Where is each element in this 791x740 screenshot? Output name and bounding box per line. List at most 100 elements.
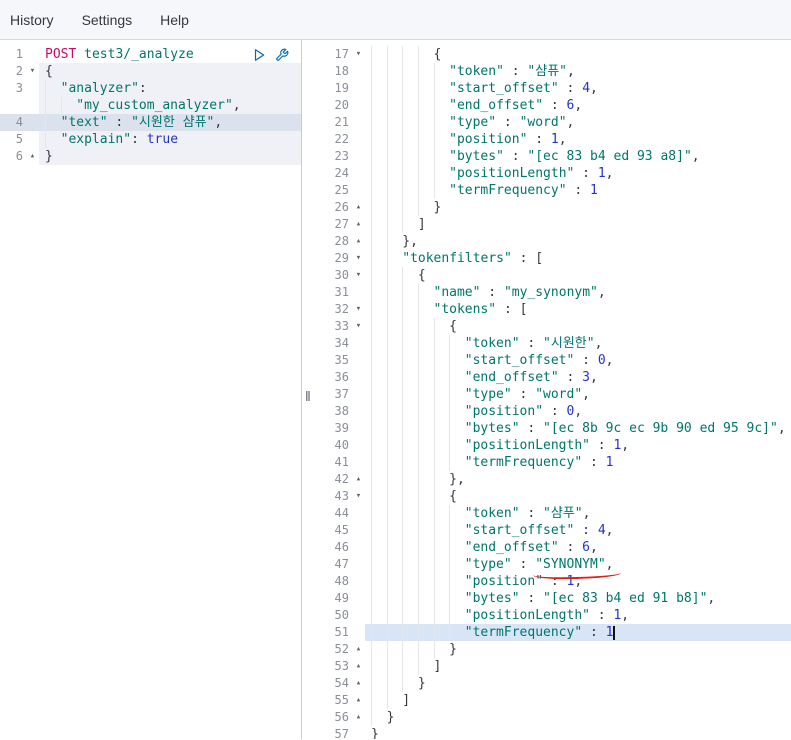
code-text[interactable]: "bytes" : "[ec 83 b4 ed 93 a8]", [365,148,791,165]
code-line-25[interactable]: 25"termFrequency" : 1 [318,182,791,199]
code-text[interactable]: "type" : "SYNONYM", [365,556,791,573]
fold-toggle-icon[interactable]: ▴ [352,471,365,488]
code-line-52[interactable]: 52▴} [318,641,791,658]
fold-toggle-icon[interactable]: ▴ [352,675,365,692]
code-line-35[interactable]: 35"start_offset" : 0, [318,352,791,369]
code-text[interactable]: "token" : "샴푸", [365,505,791,522]
code-line-22[interactable]: 22"position" : 1, [318,131,791,148]
code-text[interactable]: "bytes" : "[ec 8b 9c ec 9b 90 ed 95 9c]"… [365,420,791,437]
code-text[interactable]: } [365,709,791,726]
code-text[interactable]: { [365,488,791,505]
code-line-57[interactable]: 57} [318,726,791,739]
code-line-21[interactable]: 21"type" : "word", [318,114,791,131]
code-line-34[interactable]: 34"token" : "시원한", [318,335,791,352]
code-text[interactable]: "bytes" : "[ec 83 b4 ed 91 b8]", [365,590,791,607]
code-text[interactable]: "termFrequency" : 1 [365,624,791,641]
code-line-33[interactable]: 33▾{ [318,318,791,335]
request-editor[interactable]: 1POST test3/_analyze2▾{3"analyzer":"my_c… [0,40,302,739]
code-text[interactable]: "start_offset" : 4, [365,522,791,539]
code-text[interactable]: "my_custom_analyzer", [39,97,301,114]
code-line-50[interactable]: 50"positionLength" : 1, [318,607,791,624]
code-line-5[interactable]: 5"explain": true [0,131,301,148]
code-text[interactable]: { [365,267,791,284]
fold-toggle-icon[interactable]: ▾ [352,250,365,267]
code-line-wrap[interactable]: "my_custom_analyzer", [0,97,301,114]
code-text[interactable]: "start_offset" : 4, [365,80,791,97]
code-text[interactable]: "text" : "시원한 샴퓨", [39,114,301,131]
code-line-49[interactable]: 49"bytes" : "[ec 83 b4 ed 91 b8]", [318,590,791,607]
code-text[interactable]: } [365,199,791,216]
fold-toggle-icon[interactable]: ▴ [352,658,365,675]
code-line-24[interactable]: 24"positionLength" : 1, [318,165,791,182]
code-line-36[interactable]: 36"end_offset" : 3, [318,369,791,386]
code-text[interactable]: } [365,675,791,692]
code-line-29[interactable]: 29▾"tokenfilters" : [ [318,250,791,267]
code-text[interactable]: "name" : "my_synonym", [365,284,791,301]
code-line-43[interactable]: 43▾{ [318,488,791,505]
code-text[interactable]: "positionLength" : 1, [365,165,791,182]
code-text[interactable]: { [365,318,791,335]
code-line-32[interactable]: 32▾"tokens" : [ [318,301,791,318]
code-line-40[interactable]: 40"positionLength" : 1, [318,437,791,454]
code-line-31[interactable]: 31"name" : "my_synonym", [318,284,791,301]
code-text[interactable]: ] [365,658,791,675]
fold-toggle-icon[interactable]: ▴ [26,148,39,165]
code-text[interactable]: ] [365,216,791,233]
fold-toggle-icon[interactable]: ▴ [352,709,365,726]
menu-help[interactable]: Help [160,12,189,28]
code-line-20[interactable]: 20"end_offset" : 6, [318,97,791,114]
code-text[interactable]: } [39,148,301,165]
fold-toggle-icon[interactable]: ▾ [352,301,365,318]
code-line-45[interactable]: 45"start_offset" : 4, [318,522,791,539]
fold-toggle-icon[interactable]: ▾ [352,488,365,505]
code-text[interactable]: "token" : "샴퓨", [365,63,791,80]
code-text[interactable]: ] [365,692,791,709]
code-text[interactable]: "tokens" : [ [365,301,791,318]
code-line-30[interactable]: 30▾{ [318,267,791,284]
code-line-47[interactable]: 47"type" : "SYNONYM", [318,556,791,573]
code-text[interactable]: "end_offset" : 6, [365,97,791,114]
code-line-4[interactable]: 4"text" : "시원한 샴퓨", [0,114,301,131]
code-line-27[interactable]: 27▴] [318,216,791,233]
code-text[interactable]: { [365,46,791,63]
code-text[interactable]: "position" : 1, [365,131,791,148]
code-line-54[interactable]: 54▴} [318,675,791,692]
code-line-46[interactable]: 46"end_offset" : 6, [318,539,791,556]
code-text[interactable]: "position" : 0, [365,403,791,420]
code-text[interactable]: "explain": true [39,131,301,148]
code-text[interactable]: "type" : "word", [365,114,791,131]
code-line-37[interactable]: 37"type" : "word", [318,386,791,403]
code-text[interactable]: "start_offset" : 0, [365,352,791,369]
code-text[interactable]: } [365,726,791,739]
fold-toggle-icon[interactable]: ▾ [26,63,39,80]
code-line-17[interactable]: 17▾{ [318,46,791,63]
send-request-button[interactable] [252,48,266,62]
fold-toggle-icon[interactable]: ▴ [352,199,365,216]
code-line-51[interactable]: 51"termFrequency" : 1 [318,624,791,641]
code-text[interactable]: "analyzer": [39,80,301,97]
fold-toggle-icon[interactable]: ▴ [352,641,365,658]
panel-resize-handle[interactable]: ‖ [305,389,311,403]
fold-toggle-icon[interactable]: ▾ [352,46,365,63]
code-text[interactable]: }, [365,471,791,488]
fold-toggle-icon[interactable]: ▾ [352,267,365,284]
code-line-38[interactable]: 38"position" : 0, [318,403,791,420]
code-text[interactable]: "positionLength" : 1, [365,607,791,624]
menu-history[interactable]: History [10,12,54,28]
fold-toggle-icon[interactable]: ▾ [352,318,365,335]
code-line-41[interactable]: 41"termFrequency" : 1 [318,454,791,471]
code-line-53[interactable]: 53▴] [318,658,791,675]
code-text[interactable]: "end_offset" : 3, [365,369,791,386]
code-line-26[interactable]: 26▴} [318,199,791,216]
code-line-3[interactable]: 3"analyzer": [0,80,301,97]
request-options-button[interactable] [275,48,289,62]
code-line-42[interactable]: 42▴}, [318,471,791,488]
fold-toggle-icon[interactable]: ▴ [352,692,365,709]
code-line-18[interactable]: 18"token" : "샴퓨", [318,63,791,80]
code-line-44[interactable]: 44"token" : "샴푸", [318,505,791,522]
code-text[interactable]: "termFrequency" : 1 [365,182,791,199]
code-text[interactable]: "type" : "word", [365,386,791,403]
code-line-19[interactable]: 19"start_offset" : 4, [318,80,791,97]
code-text[interactable]: "token" : "시원한", [365,335,791,352]
code-line-55[interactable]: 55▴] [318,692,791,709]
